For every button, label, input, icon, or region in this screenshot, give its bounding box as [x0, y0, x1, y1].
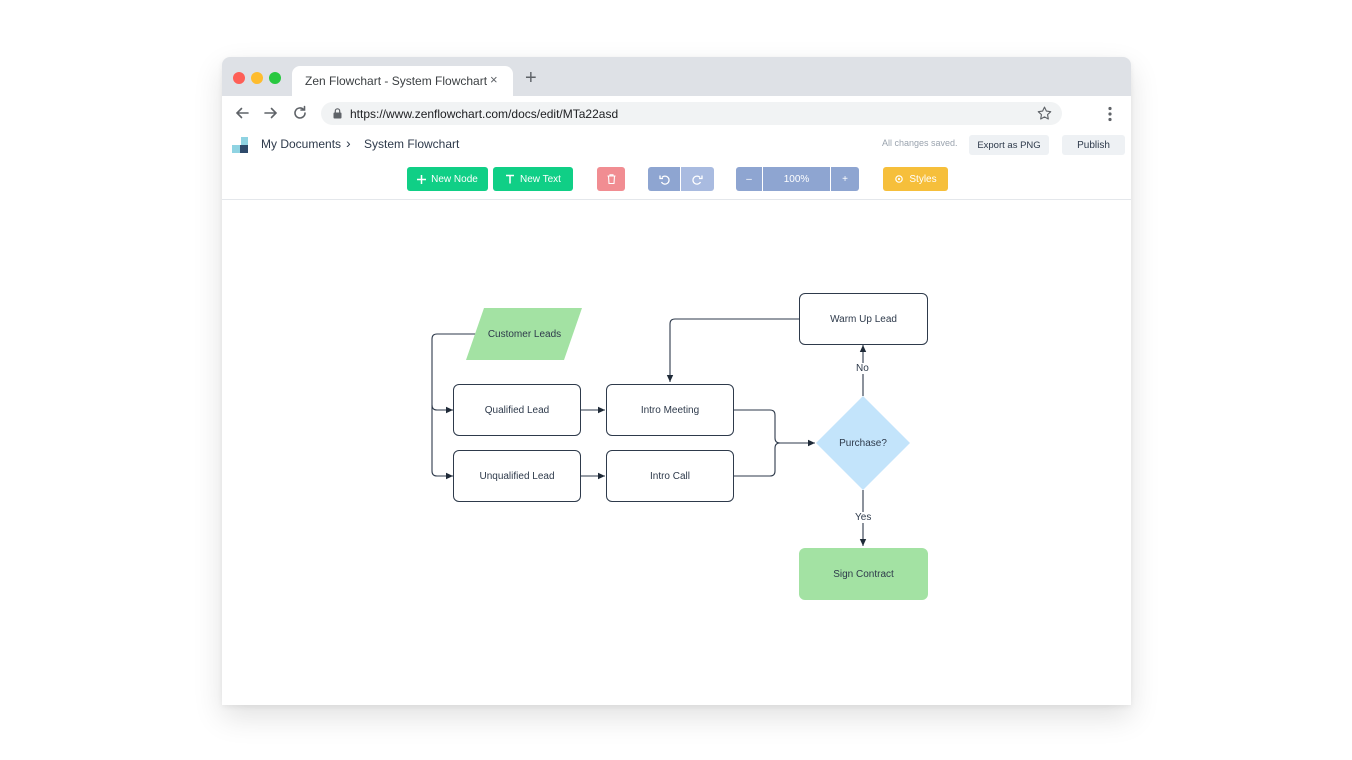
browser-menu-icon[interactable]	[1107, 106, 1113, 122]
node-intro-call[interactable]: Intro Call	[606, 450, 734, 502]
export-png-button[interactable]: Export as PNG	[969, 135, 1049, 155]
flowchart-canvas[interactable]: Customer Leads Qualified Lead Unqualifie…	[222, 199, 1131, 705]
edge-leads-to-unqualified	[431, 405, 453, 480]
trash-icon	[607, 174, 615, 184]
styles-label: Styles	[909, 173, 937, 185]
edge-warmup-to-meeting	[666, 318, 799, 382]
zoom-level: 100%	[763, 167, 830, 191]
app-header: My Documents › System Flowchart All chan…	[222, 131, 1131, 159]
document-title: System Flowchart	[364, 137, 460, 151]
tab-title: Zen Flowchart - System Flowchart	[305, 74, 488, 88]
save-status: All changes saved.	[882, 138, 958, 148]
url-text: https://www.zenflowchart.com/docs/edit/M…	[350, 107, 619, 121]
browser-addressbar: https://www.zenflowchart.com/docs/edit/M…	[222, 96, 1131, 132]
forward-arrow-icon[interactable]	[263, 105, 279, 121]
connectors-layer	[431, 308, 910, 546]
reload-icon[interactable]	[292, 105, 308, 121]
edge-call-to-purchase	[734, 442, 781, 477]
plus-icon	[417, 174, 427, 184]
gear-icon	[895, 175, 904, 183]
close-window-button[interactable]	[233, 72, 245, 84]
zoom-in-button[interactable]: +	[831, 167, 859, 191]
tab-close-icon[interactable]: ×	[490, 72, 498, 87]
editor-toolbar: New Node New Text – 100% +	[222, 158, 1131, 200]
styles-button[interactable]: Styles	[883, 167, 948, 191]
browser-window: Zen Flowchart - System Flowchart × + htt…	[222, 57, 1131, 705]
edge-meeting-to-purchase	[734, 409, 815, 447]
edge-label-no: No	[856, 363, 869, 374]
node-customer-leads[interactable]: Customer Leads	[487, 328, 562, 340]
node-sign-contract[interactable]: Sign Contract	[799, 548, 928, 600]
minimize-window-button[interactable]	[251, 72, 263, 84]
breadcrumb-chevron-icon: ›	[346, 135, 351, 151]
node-unqualified-lead[interactable]: Unqualified Lead	[453, 450, 581, 502]
maximize-window-button[interactable]	[269, 72, 281, 84]
purchase-decision-shape	[816, 396, 910, 490]
undo-button[interactable]	[648, 167, 680, 191]
bookmark-star-icon[interactable]	[1036, 105, 1053, 122]
node-purchase[interactable]: Purchase?	[839, 437, 887, 449]
browser-titlebar: Zen Flowchart - System Flowchart × +	[222, 57, 1131, 96]
lock-icon	[333, 108, 342, 119]
address-bar[interactable]: https://www.zenflowchart.com/docs/edit/M…	[321, 102, 1062, 125]
new-tab-button[interactable]: +	[525, 67, 537, 89]
publish-button[interactable]: Publish	[1062, 135, 1125, 155]
new-node-label: New Node	[431, 173, 478, 185]
app-logo-icon[interactable]	[232, 137, 249, 153]
delete-button[interactable]	[597, 167, 625, 191]
node-warm-up-lead[interactable]: Warm Up Lead	[799, 293, 928, 345]
node-intro-meeting[interactable]: Intro Meeting	[606, 384, 734, 436]
node-qualified-lead[interactable]: Qualified Lead	[453, 384, 581, 436]
new-text-label: New Text	[520, 173, 561, 185]
redo-button[interactable]	[681, 167, 714, 191]
undo-icon	[658, 174, 670, 185]
edge-leads-to-qualified	[431, 333, 476, 414]
zoom-out-button[interactable]: –	[736, 167, 762, 191]
back-arrow-icon[interactable]	[234, 105, 250, 121]
customer-leads-shape	[466, 308, 582, 360]
text-icon	[506, 174, 515, 184]
new-text-button[interactable]: New Text	[493, 167, 573, 191]
breadcrumb-my-documents[interactable]: My Documents	[261, 137, 342, 151]
browser-tab[interactable]: Zen Flowchart - System Flowchart ×	[292, 66, 513, 96]
redo-icon	[692, 174, 703, 185]
edge-label-yes: Yes	[855, 512, 872, 523]
new-node-button[interactable]: New Node	[407, 167, 488, 191]
